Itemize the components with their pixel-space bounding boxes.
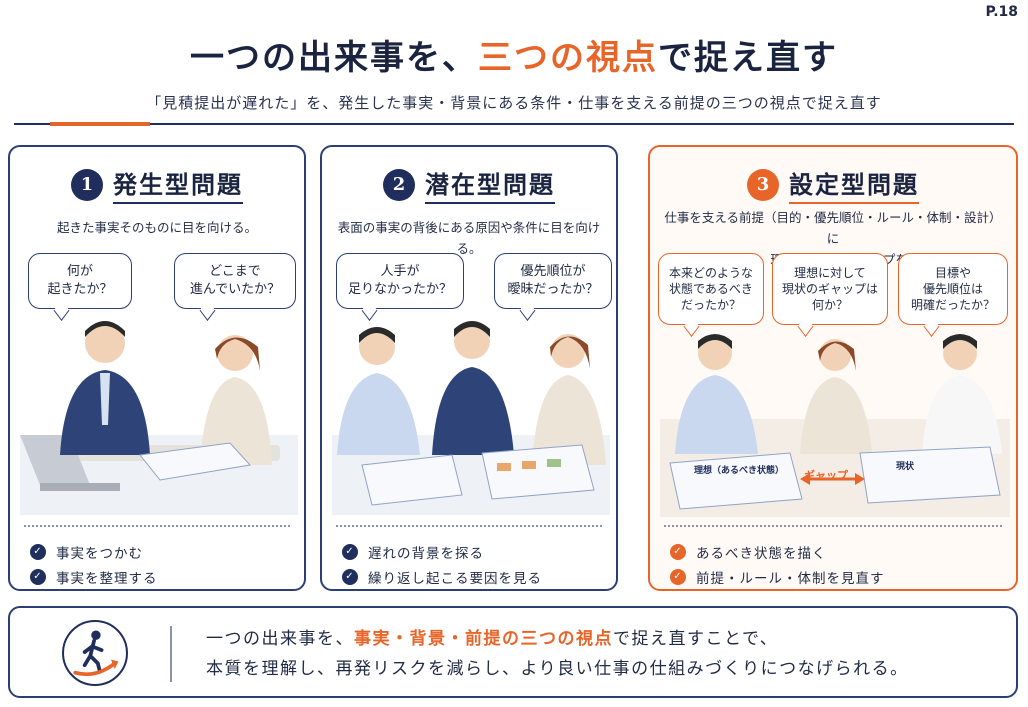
- page-subtitle: 「見積提出が遅れた」を、発生した事実・背景にある条件・仕事を支える前提の三つの視…: [146, 94, 882, 112]
- check-list: ✓ 事実をつかむ ✓ 事実を整理する: [30, 539, 294, 589]
- check-label: 繰り返し起こる要因を見る: [368, 570, 542, 587]
- summary-box: 一つの出来事を、事実・背景・前提の三つの視点で捉え直すことで、 本質を理解し、再…: [8, 606, 1018, 698]
- meeting-illustration: [660, 334, 1010, 517]
- summary-divider: [170, 626, 172, 682]
- card-number-badge: 3: [747, 168, 779, 201]
- gap-label: ギャップ: [804, 469, 848, 482]
- title-part1: 一つの出来事を、: [190, 38, 478, 78]
- speech-bubble: 本来どのような 状態であるべき だったか？: [658, 253, 764, 325]
- check-circle-icon: ✓: [30, 568, 46, 585]
- walking-person-icon: [62, 620, 128, 686]
- check-item: ✓ 事実をつかむ: [30, 539, 294, 564]
- check-item: ✓ 繰り返し起こる要因を見る: [342, 564, 606, 589]
- speech-bubble: どこまで 進んでいたか？: [174, 253, 296, 309]
- speech-bubble: 目標や 優先順位は 明確だったか？: [898, 253, 1008, 325]
- check-label: 事実を整理する: [56, 570, 158, 587]
- title-rule-accent: [50, 122, 150, 126]
- card-latent-problem: 2 潜在型問題 表面の事実の背後にある原因や条件に目を向ける。 人手が 足りなか…: [320, 145, 618, 591]
- summary-text-part: 一つの出来事を、: [206, 629, 354, 649]
- page-title: 一つの出来事を、三つの視点で捉え直す: [0, 30, 1028, 79]
- check-label: あるべき状態を描く: [696, 545, 827, 562]
- card-title: 潜在型問題: [425, 165, 555, 204]
- card-title: 発生型問題: [113, 165, 243, 204]
- divider-dotted: [24, 525, 290, 527]
- card-description: 表面の事実の背後にある原因や条件に目を向ける。: [337, 220, 601, 256]
- check-circle-icon: ✓: [670, 543, 686, 560]
- speech-bubble: 理想に対して 現状のギャップは 何か？: [772, 253, 888, 325]
- check-label: 事実をつかむ: [56, 545, 143, 562]
- card-header: 3 設定型問題: [650, 165, 1016, 204]
- board-ideal-label: 理想（あるべき状態）: [694, 466, 785, 476]
- summary-text: 一つの出来事を、事実・背景・前提の三つの視点で捉え直すことで、 本質を理解し、再…: [206, 624, 1006, 684]
- title-highlight: 三つの視点: [478, 38, 658, 78]
- speech-bubble: 優先順位が 曖昧だったか？: [494, 253, 612, 309]
- check-circle-icon: ✓: [342, 543, 358, 560]
- check-label: 遅れの背景を探る: [368, 545, 484, 562]
- check-circle-icon: ✓: [30, 543, 46, 560]
- summary-text-part: で捉え直すことで、: [613, 629, 779, 649]
- check-list: ✓ あるべき状態を描く ✓ 前提・ルール・体制を見直す: [670, 539, 1006, 589]
- meeting-illustration: [332, 321, 610, 515]
- meeting-illustration: [20, 321, 298, 515]
- summary-line-1: 一つの出来事を、事実・背景・前提の三つの視点で捉え直すことで、: [206, 624, 1006, 654]
- card-description: 起きた事実そのものに目を向ける。: [56, 220, 257, 235]
- card-number-badge: 1: [71, 168, 103, 201]
- card-occurrence-problem: 1 発生型問題 起きた事実そのものに目を向ける。 何が 起きたか？ どこまで 進…: [8, 145, 306, 591]
- summary-line-2: 本質を理解し、再発リスクを減らし、より良い仕事の仕組みづくりにつなげられる。: [206, 659, 909, 679]
- check-list: ✓ 遅れの背景を探る ✓ 繰り返し起こる要因を見る: [342, 539, 606, 589]
- card-set-problem: 3 設定型問題 仕事を支える前提（目的・優先順位・ルール・体制・設計）に 目を向…: [648, 145, 1018, 591]
- board-current-label: 現状: [896, 462, 915, 472]
- page-number: P.18: [985, 4, 1019, 20]
- divider-dotted: [664, 525, 1002, 527]
- card-header: 2 潜在型問題: [322, 165, 616, 204]
- title-part2: で捉え直す: [658, 38, 838, 78]
- title-rule: [14, 123, 1014, 125]
- speech-bubble: 人手が 足りなかったか？: [336, 253, 464, 309]
- check-item: ✓ 前提・ルール・体制を見直す: [670, 564, 1006, 589]
- speech-bubble: 何が 起きたか？: [28, 253, 132, 309]
- check-item: ✓ あるべき状態を描く: [670, 539, 1006, 564]
- summary-highlight: 事実・背景・前提の三つの視点: [354, 629, 613, 649]
- check-circle-icon: ✓: [670, 568, 686, 585]
- check-item: ✓ 事実を整理する: [30, 564, 294, 589]
- check-item: ✓ 遅れの背景を探る: [342, 539, 606, 564]
- divider-dotted: [336, 525, 602, 527]
- check-label: 前提・ルール・体制を見直す: [696, 570, 885, 587]
- check-circle-icon: ✓: [342, 568, 358, 585]
- card-title: 設定型問題: [789, 165, 919, 204]
- card-number-badge: 2: [383, 168, 415, 201]
- card-header: 1 発生型問題: [10, 165, 304, 204]
